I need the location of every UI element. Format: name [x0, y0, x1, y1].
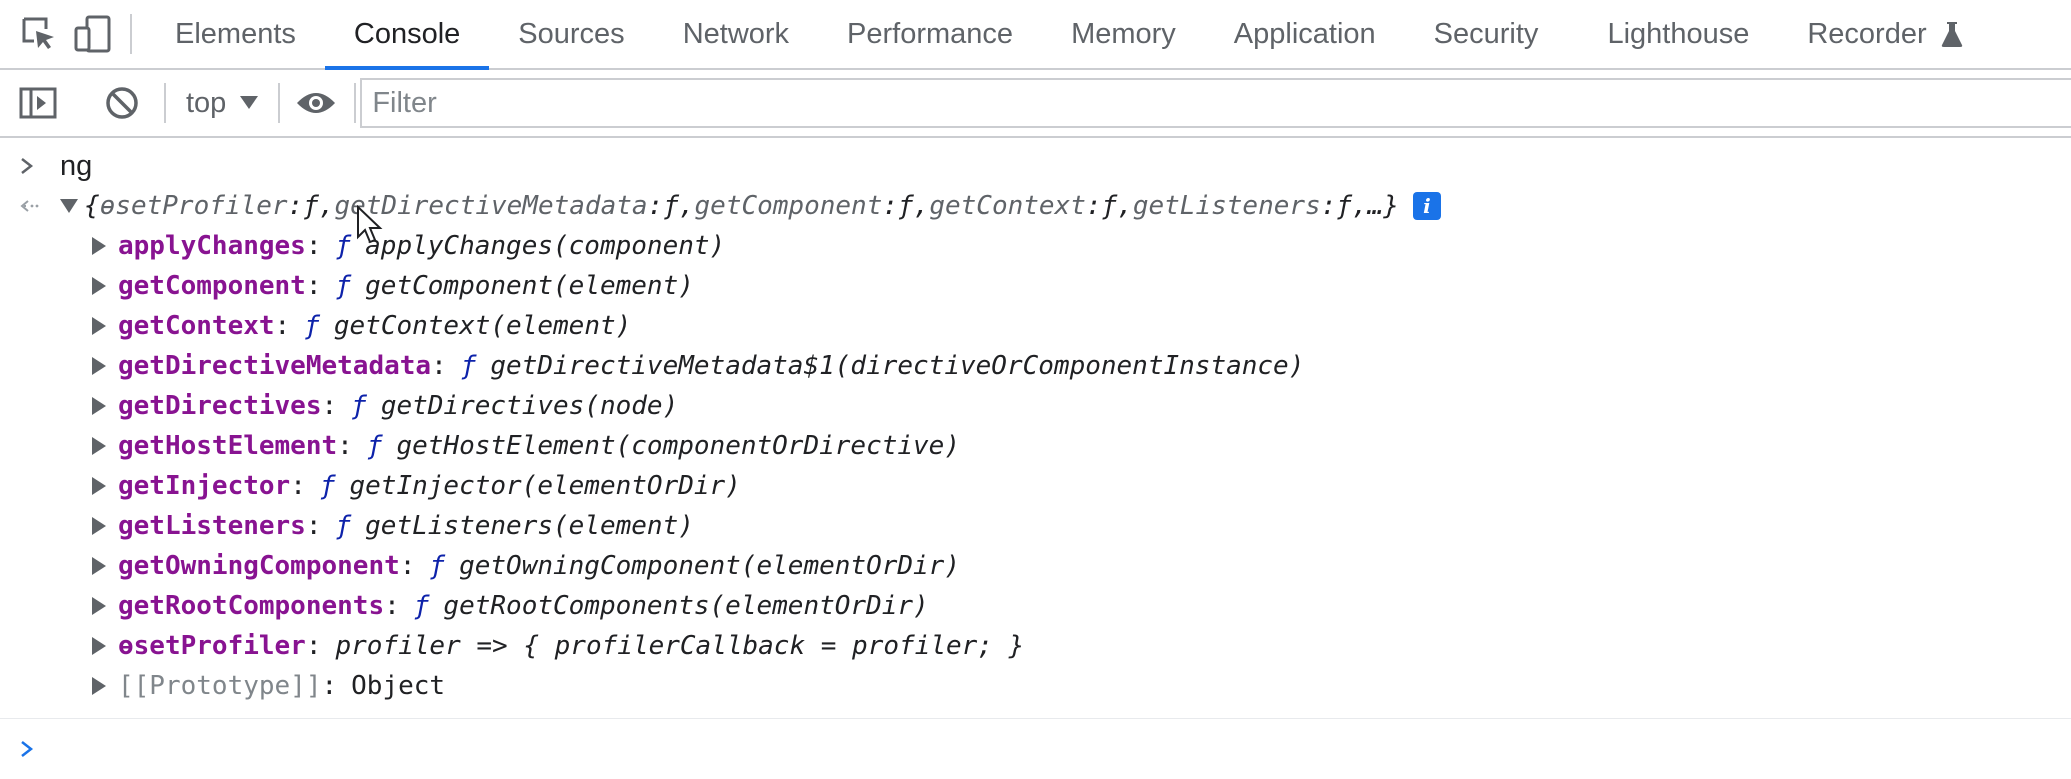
js-context-select[interactable]: top — [180, 87, 264, 120]
filter-input[interactable] — [360, 78, 2071, 128]
devtools-tabbar: Elements Console Sources Network Perform… — [0, 0, 2071, 70]
inspect-element-icon — [22, 17, 54, 49]
context-value: top — [186, 86, 227, 119]
expand-triangle-icon[interactable] — [92, 237, 106, 255]
expand-triangle-icon[interactable] — [92, 437, 106, 455]
console-prompt[interactable] — [0, 718, 2071, 778]
property-row[interactable]: getContext: ƒ getContext(element) — [0, 306, 2071, 346]
console-messages: ng { ɵsetProfiler: ƒ, getDirectiveMetada… — [0, 140, 2071, 778]
result-arrow-icon — [20, 186, 44, 226]
tab-performance[interactable]: Performance — [847, 17, 1014, 50]
toolbar-separator — [278, 83, 281, 123]
tab-network[interactable]: Network — [682, 17, 790, 50]
tab-memory[interactable]: Memory — [1071, 17, 1176, 50]
expand-triangle-icon[interactable] — [92, 677, 106, 695]
tab-lighthouse[interactable]: Lighthouse — [1607, 17, 1750, 50]
input-prompt-icon — [20, 146, 44, 186]
property-row[interactable]: getDirectiveMetadata: ƒ getDirectiveMeta… — [0, 346, 2071, 386]
expand-triangle-icon[interactable] — [92, 477, 106, 495]
expand-triangle-icon[interactable] — [92, 277, 106, 295]
clear-console-icon — [106, 87, 138, 119]
show-sidebar-icon — [19, 87, 57, 119]
expand-triangle-icon[interactable] — [92, 397, 106, 415]
device-toolbar-icon — [74, 15, 111, 53]
expand-triangle-icon[interactable] — [92, 357, 106, 375]
property-row[interactable]: applyChanges: ƒ applyChanges(component) — [0, 226, 2071, 266]
chevron-down-icon — [240, 96, 259, 109]
tab-application[interactable]: Application — [1233, 17, 1376, 50]
console-result-summary[interactable]: { ɵsetProfiler: ƒ, getDirectiveMetadata:… — [0, 186, 2071, 226]
info-icon[interactable]: i — [1412, 192, 1441, 220]
object-preview: { ɵsetProfiler: ƒ, getDirectiveMetadata:… — [60, 186, 1441, 226]
inspect-element-button[interactable] — [12, 0, 66, 68]
tabbar-separator — [130, 14, 132, 54]
clear-console-button[interactable] — [94, 70, 150, 136]
create-live-expression-button[interactable] — [288, 70, 344, 136]
property-row[interactable]: getInjector: ƒ getInjector(elementOrDir) — [0, 466, 2071, 506]
prototype-row[interactable]: [[Prototype]]: Object — [0, 666, 2071, 706]
show-sidebar-button[interactable] — [10, 70, 66, 136]
prompt-chevron-icon — [20, 719, 44, 779]
property-row[interactable]: getDirectives: ƒ getDirectives(node) — [0, 386, 2071, 426]
property-row[interactable]: getRootComponents: ƒ getRootComponents(e… — [0, 586, 2071, 626]
property-row[interactable]: ɵsetProfiler: profiler => { profilerCall… — [0, 626, 2071, 666]
toolbar-separator — [164, 83, 166, 123]
tab-recorder[interactable]: Recorder — [1778, 0, 1962, 68]
mouse-cursor-icon — [357, 205, 383, 244]
tab-console[interactable]: Console — [324, 0, 490, 70]
tab-sources[interactable]: Sources — [518, 17, 625, 50]
property-row[interactable]: getListeners: ƒ getListeners(element) — [0, 506, 2071, 546]
console-toolbar: top — [0, 70, 2071, 138]
expand-triangle-icon[interactable] — [92, 557, 106, 575]
device-toolbar-button[interactable] — [66, 0, 120, 68]
experimental-flask-icon — [1941, 22, 1962, 47]
property-row[interactable]: getOwningComponent: ƒ getOwningComponent… — [0, 546, 2071, 586]
live-expression-icon — [297, 93, 336, 113]
toolbar-separator — [354, 83, 357, 123]
tab-elements[interactable]: Elements — [175, 17, 296, 50]
property-row[interactable]: getHostElement: ƒ getHostElement(compone… — [0, 426, 2071, 466]
expand-triangle-icon[interactable] — [92, 517, 106, 535]
console-input-text: ng — [60, 149, 93, 182]
expand-triangle-icon[interactable] — [92, 637, 106, 655]
expand-triangle-icon[interactable] — [92, 317, 106, 335]
console-input-message: ng — [0, 146, 2071, 186]
tab-security[interactable]: Security — [1433, 17, 1539, 50]
expand-triangle-icon[interactable] — [92, 597, 106, 615]
property-row[interactable]: getComponent: ƒ getComponent(element) — [0, 266, 2071, 306]
expand-triangle-icon[interactable] — [60, 199, 78, 213]
